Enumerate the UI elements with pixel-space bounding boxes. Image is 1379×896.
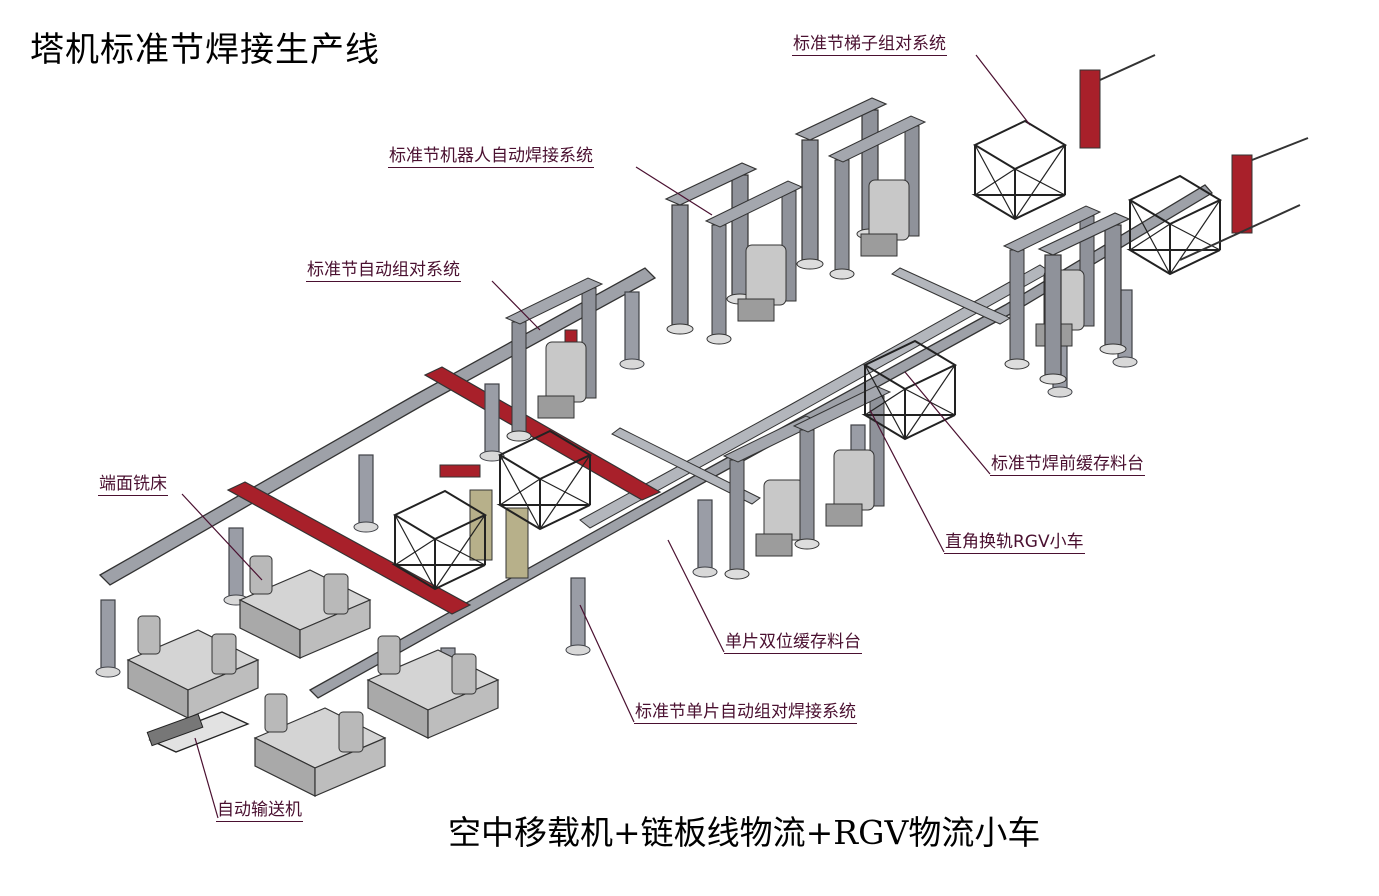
leader-lines [181, 54, 1031, 819]
label-dual-buffer: 单片双位缓存料台 [724, 632, 862, 654]
label-auto-assembly: 标准节自动组对系统 [306, 260, 461, 282]
assembly-cells [469, 205, 1130, 580]
label-face-mill: 端面铣床 [98, 474, 168, 496]
label-rgv-cart: 直角换轨RGV小车 [944, 532, 1085, 554]
diagram-subtitle: 空中移载机+链板线物流+RGV物流小车 [448, 813, 1041, 852]
label-ladder-assembly: 标准节梯子组对系统 [792, 34, 947, 56]
conveyor-machine [146, 711, 250, 753]
label-pre-weld-buffer: 标准节焊前缓存料台 [990, 454, 1145, 476]
label-robot-weld: 标准节机器人自动焊接系统 [388, 146, 594, 168]
robot-weld-cells [665, 97, 926, 345]
ladder-unit-rails [1099, 54, 1309, 261]
diagram-title: 塔机标准节焊接生产线 [30, 30, 380, 70]
label-conveyor: 自动输送机 [216, 800, 303, 822]
label-single-piece-weld: 标准节单片自动组对焊接系统 [634, 702, 857, 724]
